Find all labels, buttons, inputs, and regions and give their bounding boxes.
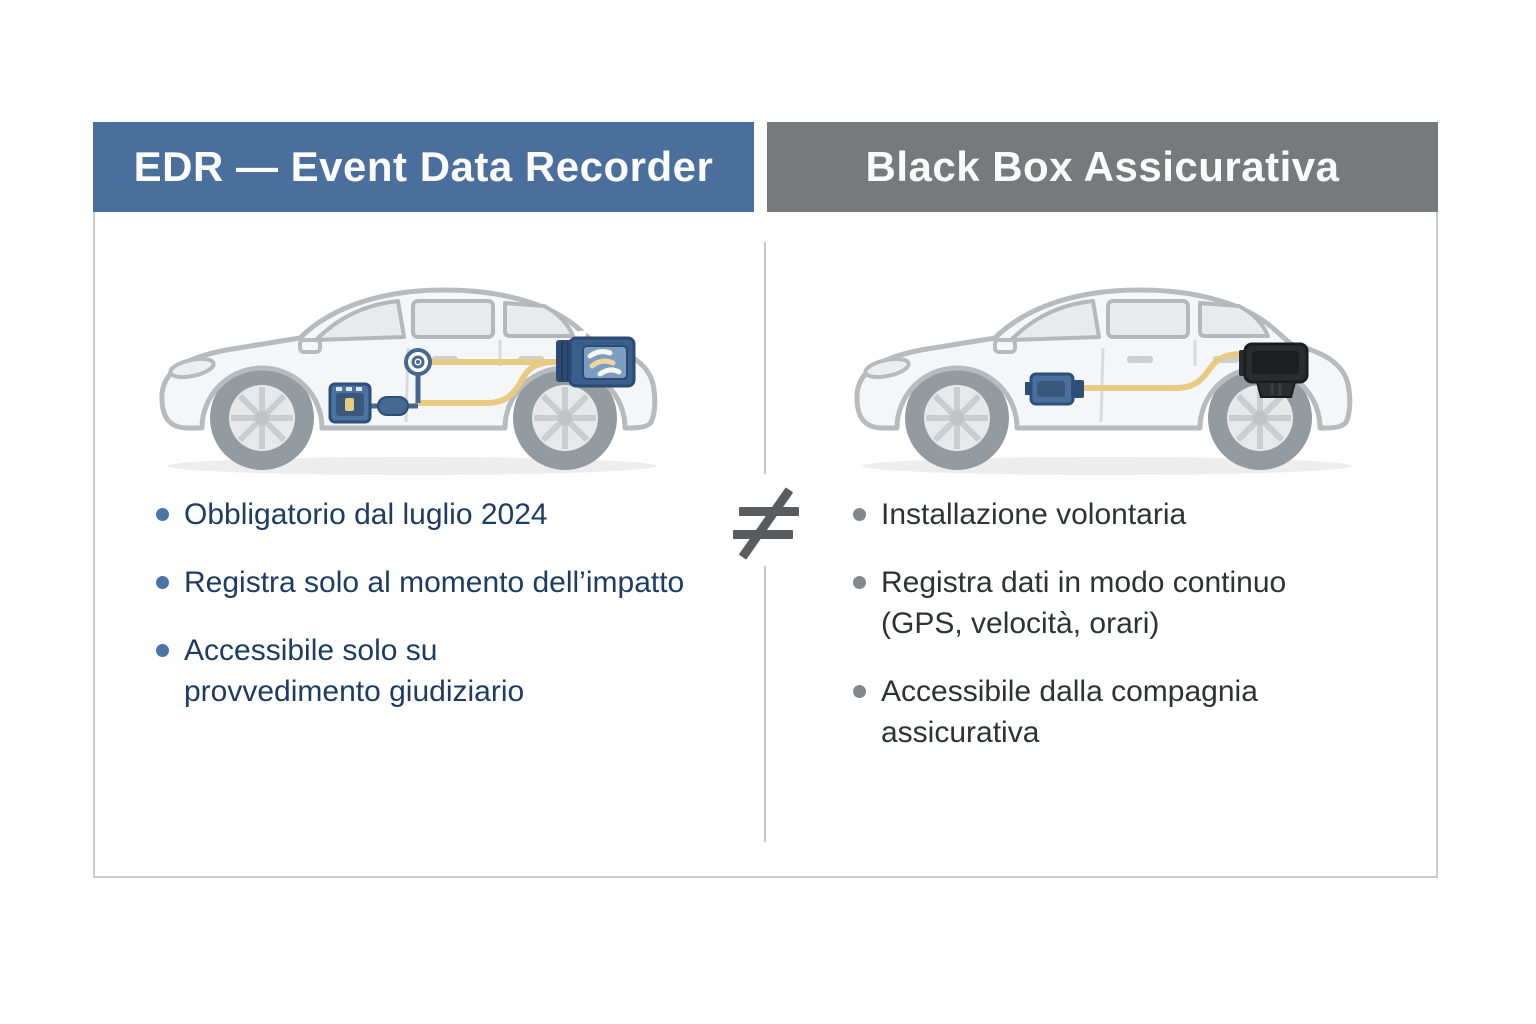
bullet-text: Registra dati in modo continuo (GPS, vel…: [881, 566, 1287, 640]
bullet-dot-icon: [853, 576, 866, 589]
comparison-card: EDR — Event Data Recorder Black Box Assi…: [93, 122, 1438, 878]
list-item: Installazione volontaria: [853, 494, 1478, 535]
rear-wheel-icon: [513, 366, 617, 470]
bullet-text: Accessibile dalla compagnia assicurativa: [881, 675, 1258, 749]
not-equal-symbol-text: ≠: [721, 474, 722, 475]
bullet-dot-icon: [853, 508, 866, 521]
bullet-dot-icon: [156, 644, 169, 657]
bullet-dot-icon: [156, 508, 169, 521]
edr-recorder-device-icon: [556, 330, 636, 388]
list-item: Accessibile solo su provvedimento giudiz…: [156, 630, 781, 712]
rear-door-window: [1198, 301, 1270, 338]
side-mirror: [298, 338, 322, 354]
list-item: Registra dati in modo continuo (GPS, vel…: [853, 562, 1478, 644]
edr-wiring: [415, 359, 568, 406]
black-box-car-illustration: [854, 287, 1353, 475]
bullet-text: Registra solo al momento dell’impatto: [184, 566, 685, 599]
side-mirror: [993, 338, 1017, 354]
impact-sensor-icon: [404, 348, 432, 376]
black-box-wire: [1078, 351, 1248, 391]
edr-control-unit-icon: [328, 382, 372, 424]
front-door-window: [1106, 299, 1190, 339]
right-header: Black Box Assicurativa: [767, 122, 1438, 212]
edr-car-illustration: [159, 287, 658, 475]
list-item: Obbligatorio dal luglio 2024: [156, 494, 781, 535]
right-header-title: Black Box Assicurativa: [865, 143, 1340, 190]
rear-door-window: [503, 301, 575, 338]
headlight: [168, 356, 216, 380]
windshield: [1009, 299, 1101, 342]
telematics-unit-icon: [1025, 372, 1084, 406]
windshield: [314, 299, 406, 342]
black-box-bullet-list: Installazione volontaria Registra dati i…: [848, 494, 1478, 780]
edr-bullet-list: Obbligatorio dal luglio 2024 Registra so…: [156, 494, 781, 739]
not-equal-icon: ≠: [721, 474, 809, 566]
bullet-text: Obbligatorio dal luglio 2024: [184, 498, 548, 531]
left-header-title: EDR — Event Data Recorder: [133, 143, 714, 190]
left-header: EDR — Event Data Recorder: [93, 122, 754, 212]
bullet-dot-icon: [156, 576, 169, 589]
front-wheel-icon: [905, 366, 1009, 470]
bullet-dot-icon: [853, 685, 866, 698]
list-item: Accessibile dalla compagnia assicurativa: [853, 671, 1478, 753]
obd-black-box-icon: [1239, 342, 1309, 398]
headlight: [863, 356, 911, 380]
edr-inline-module-icon: [377, 396, 409, 416]
bullet-text: Installazione volontaria: [881, 498, 1187, 531]
front-wheel-icon: [210, 366, 314, 470]
list-item: Registra solo al momento dell’impatto: [156, 562, 781, 603]
bullet-text: Accessibile solo su provvedimento giudiz…: [184, 634, 525, 708]
front-door-window: [411, 299, 495, 339]
